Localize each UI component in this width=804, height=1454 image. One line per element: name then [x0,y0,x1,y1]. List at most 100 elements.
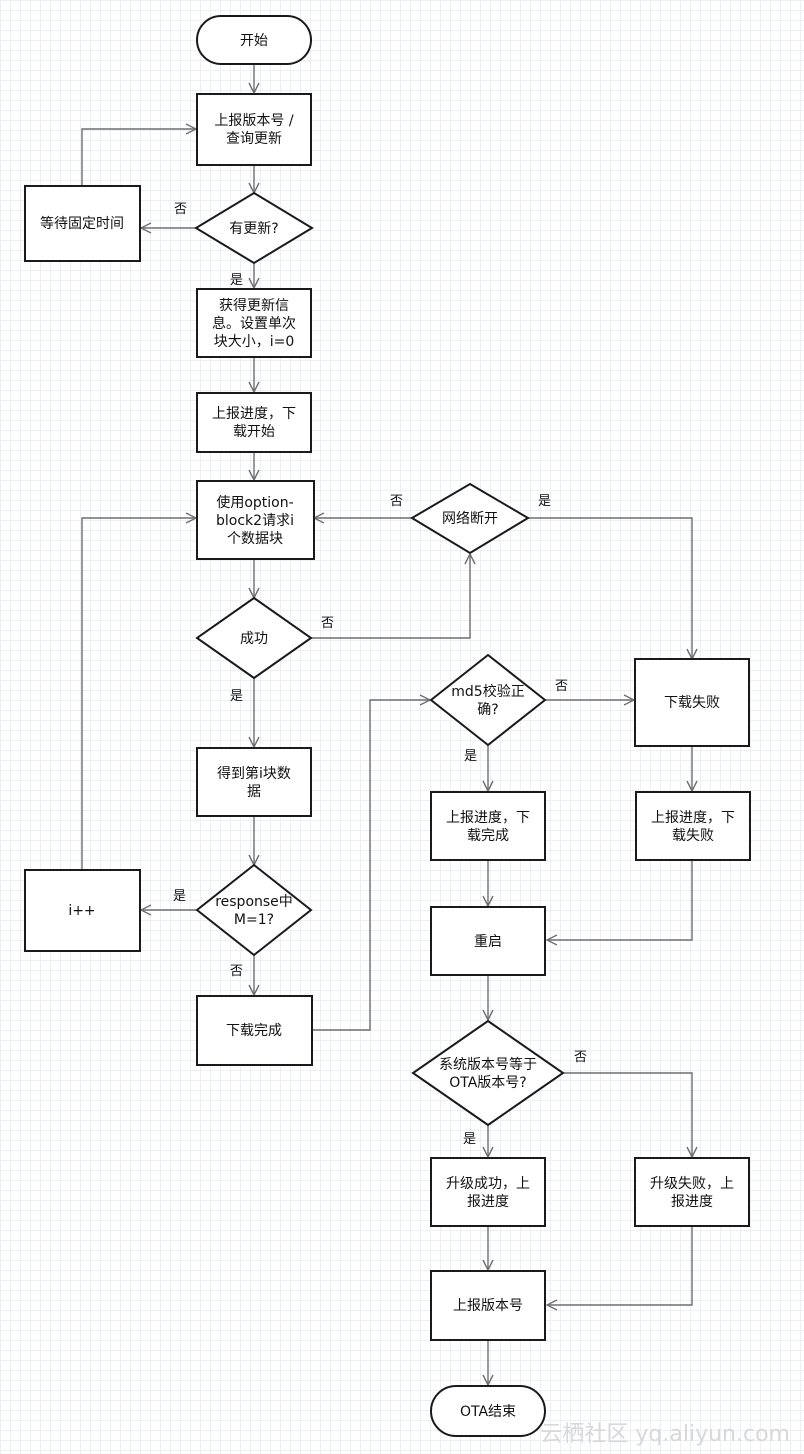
node-label-line: 下载完成 [226,1023,282,1039]
node-report-version [196,93,312,166]
node-label-line: 网络断开 [442,511,498,527]
label-report-start: 上报进度，下载开始 [212,406,296,440]
node-ota-end [430,1385,546,1437]
label-md5-check: md5校验正确? [451,683,524,718]
node-label-line: 载失败 [672,828,714,844]
node-label-line: block2请求i [216,513,294,529]
node-label-line: 有更新? [229,221,278,237]
node-label-line: 得到第i块数 [217,765,291,782]
edge-reportfailed-to-reboot [547,860,693,940]
node-report-start [196,392,312,453]
node-label-line: 载开始 [233,424,275,440]
node-label-line: 个数据块 [227,531,283,547]
node-label-line: 升级失败，上 [650,1176,734,1192]
node-label-line: 重启 [474,934,502,950]
node-report-version-final [430,1270,546,1341]
shapes [24,15,751,1437]
edge-label-m1-yes: 是 [173,889,186,904]
node-label-line: 下载失败 [664,695,720,711]
node-label-line: 报进度 [467,1194,509,1210]
node-upgrade-fail [634,1157,750,1227]
node-label-line: 块大小，i=0 [214,334,295,350]
edge-wait-to-report [81,129,196,186]
node-label-line: md5校验正 [451,683,524,700]
label-upgrade-ok: 升级成功，上报进度 [446,1176,530,1210]
label-has-update: 有更新? [229,221,278,237]
edge-label-success-yes: 是 [230,689,243,704]
node-label-line: OTA版本号? [449,1075,527,1091]
node-upgrade-ok [430,1157,546,1227]
node-version-equal [411,1019,565,1127]
label-report-version-final: 上报版本号 [453,1298,523,1314]
node-has-update [194,191,314,265]
node-label-line: 上报进度，下 [651,810,735,826]
edge-label-m1-no: 否 [230,964,243,979]
node-label-line: 上报进度，下 [212,406,296,422]
edge-label-success-no: 否 [321,616,334,631]
node-wait [24,185,141,262]
edge-success-to-network [311,554,470,639]
label-download-done: 下载完成 [226,1023,282,1039]
label-get-info: 获得更新信息。设置单次块大小，i=0 [212,297,296,350]
node-label-line: 查询更新 [226,131,282,147]
node-label-line: 上报进度，下 [446,810,530,826]
node-label-line: response中 [215,894,293,910]
label-report-done: 上报进度，下载完成 [446,810,530,844]
node-report-done [430,791,546,861]
label-response-m1: response中 M=1? [215,894,293,928]
label-request-block: 使用option-block2请求i 个数据块 [216,494,294,547]
node-request-block [196,480,315,560]
node-reboot [430,906,546,976]
edge-label-version-no: 否 [574,1050,587,1065]
node-label-line: 获得更新信 [219,297,289,314]
node-labels: 开始 上报版本号 / 查询更新 等待固定时间 有更新? 获得更新信息。设置单次块大… [40,33,735,1420]
node-label-line: 系统版本号等于 [439,1056,537,1073]
node-success [195,596,313,680]
node-md5-check [429,653,547,747]
node-label-line: M=1? [234,912,274,928]
label-wait: 等待固定时间 [40,215,124,232]
node-label-line: 载完成 [467,828,509,844]
node-increment [24,869,141,952]
label-got-block: 得到第i块数据 [217,765,291,800]
label-upgrade-fail: 升级失败，上报进度 [650,1176,734,1210]
edge-label-has-update-yes: 是 [230,273,243,288]
label-start: 开始 [240,33,268,49]
watermark: 云栖社区 yq.aliyun.com [540,1422,790,1447]
edge-increment-to-request [81,518,196,870]
node-label-line: 息。设置单次 [212,315,296,332]
edge-upgradefail-to-reportfinal [547,1226,693,1305]
node-label-line: i++ [68,903,95,919]
node-label-line: 开始 [240,33,268,49]
node-label-line: 使用option- [216,494,293,511]
label-version-equal: 系统版本号等于 OTA版本号? [439,1056,537,1091]
edge-label-md5-no: 否 [555,679,568,694]
label-success: 成功 [240,631,268,647]
node-start [196,15,312,65]
edge-label-has-update-no: 否 [174,202,187,217]
node-response-m1 [195,863,313,957]
label-ota-end: OTA结束 [460,1404,516,1420]
edge-label-md5-yes: 是 [464,749,477,764]
edge-label-network-no: 否 [390,494,403,509]
edge-labels: 否 是 否 是 否 是 是 否 否 是 否 是 [173,202,587,1147]
label-network-down: 网络断开 [442,511,498,527]
label-download-failed: 下载失败 [664,695,720,711]
node-label-line: 上报版本号 [453,1298,523,1314]
node-label-line: 上报版本号 / [214,113,293,129]
label-increment: i++ [68,903,95,919]
node-label-line: 据 [247,784,261,800]
label-reboot: 重启 [474,934,502,950]
node-label-line: 确? [477,702,498,718]
edge-label-network-yes: 是 [538,494,551,509]
node-label-line: OTA结束 [460,1404,516,1420]
node-label-line: 升级成功，上 [446,1176,530,1192]
node-download-failed [634,658,750,747]
edge-downloaddone-to-md5 [312,700,430,1031]
edge-network-to-failed [528,517,692,659]
node-get-info [196,288,312,358]
connectors [81,64,693,1385]
node-label-line: 报进度 [671,1194,713,1210]
edge-label-version-yes: 是 [463,1132,476,1147]
